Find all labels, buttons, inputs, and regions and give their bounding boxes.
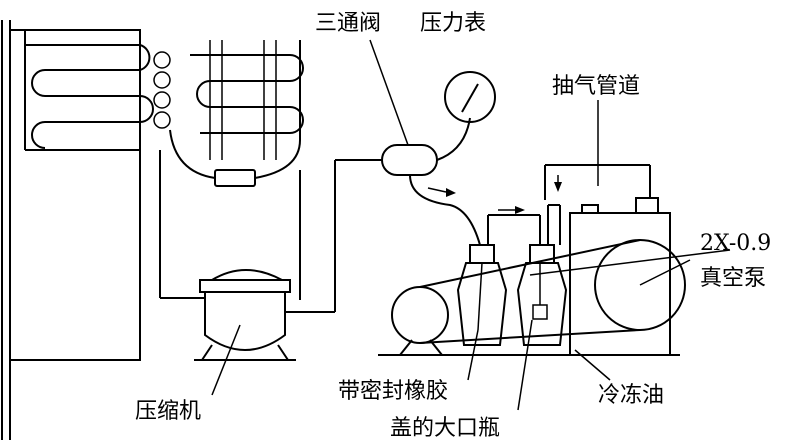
compressor-label: 压缩机 — [135, 399, 201, 424]
exhaust-pipe — [544, 100, 651, 200]
sealed-bottle-2 — [516, 244, 568, 346]
three-way-valve-label: 三通阀 — [315, 11, 381, 36]
vacuum-pump-label: 真空泵 — [700, 266, 766, 291]
condenser-coil — [153, 40, 304, 300]
refrigerant-oil-label: 冷冻油 — [598, 383, 664, 408]
evaporator-coil — [25, 44, 154, 149]
filter-drier — [214, 169, 256, 187]
pressure-gauge-label: 压力表 — [420, 11, 486, 36]
three-way-valve — [369, 39, 471, 176]
sealed-bottle-1 — [456, 244, 508, 346]
motor — [391, 239, 641, 356]
leader-lines — [467, 249, 731, 411]
refrigerator-cabinet — [1, 20, 154, 440]
bottle-label-line2: 盖的大口瓶 — [390, 416, 500, 441]
compressor — [194, 159, 382, 396]
suction-piping — [409, 174, 561, 246]
exhaust-pipe-label: 抽气管道 — [552, 74, 640, 99]
bottle-label-line1: 带密封橡胶 — [338, 379, 448, 404]
pump-model-label: 2X-0.9 — [700, 231, 771, 256]
pressure-gauge — [444, 71, 496, 123]
